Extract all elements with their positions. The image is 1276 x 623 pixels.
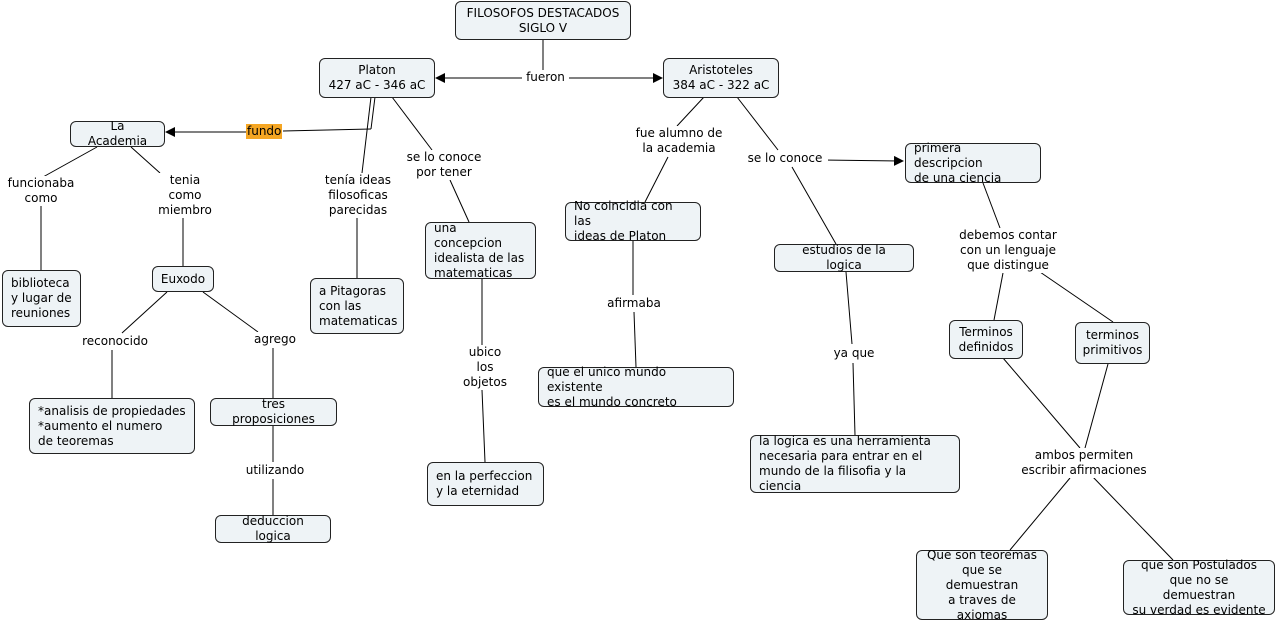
link-label-ubico-los-objetos: ubico los objetos [456,345,514,390]
deduccion-node[interactable]: deduccion logica [215,514,331,543]
link-label-reconocido: reconocido [77,334,153,349]
link-label-fueron: fueron [522,70,569,85]
link-label-fue-alumno: fue alumno de la academia [628,126,730,156]
postulados-node[interactable]: que son Postulados que no se demuestran … [1123,558,1275,617]
platon-node[interactable]: Platon 427 aC - 346 aC [319,58,435,98]
pitagoras-node[interactable]: a Pitagoras con las matematicas [310,278,404,334]
terminos-definidos-node[interactable]: Terminos definidos [949,320,1023,359]
terminos-primitivos-node[interactable]: terminos primitivos [1075,322,1150,364]
link-label-fundo: fundo [246,124,283,139]
analisis-node[interactable]: *analisis de propiedades *aumento el num… [29,398,195,454]
teoremas-node[interactable]: Que son teoremas que se demuestran a tra… [916,548,1048,622]
link-label-agrego: agrego [247,332,303,347]
no-coincidia-node[interactable]: No coincidia con las ideas de Platon [565,199,701,243]
perfeccion-node[interactable]: en la perfeccion y la eternidad [427,462,544,506]
link-label-afirmaba: afirmaba [600,296,668,311]
aristoteles-node[interactable]: Aristoteles 384 aC - 322 aC [663,58,779,98]
link-label-ambos-permiten: ambos permiten escribir afirmaciones [1014,448,1154,478]
biblioteca-node[interactable]: biblioteca y lugar de reuniones [2,270,81,327]
link-label-ya-que: ya que [827,346,881,361]
logica-herramienta-node[interactable]: la logica es una herramienta necesaria p… [750,434,960,493]
unico-mundo-node[interactable]: que el unico mundo existente es el mundo… [538,365,734,409]
concepcion-node[interactable]: una concepcion idealista de las matemati… [425,221,536,280]
euxodo-node[interactable]: Euxodo [152,266,214,292]
academia-node[interactable]: La Academia [70,119,165,148]
link-label-tenia-ideas: tenía ideas filosoficas parecidas [316,173,400,218]
link-label-debemos-contar: debemos contar con un lenguaje que disti… [950,228,1066,273]
estudios-logica-node[interactable]: estudios de la logica [774,243,914,272]
title-node[interactable]: FILOSOFOS DESTACADOS SIGLO V [455,1,631,40]
link-label-se-lo-conoce-por-tener: se lo conoce por tener [398,150,490,180]
tres-proposiciones-node[interactable]: tres proposiciones [210,397,337,426]
link-label-utilizando: utilizando [239,463,311,478]
link-label-tenia-como-miembro: tenia como miembro [150,173,220,218]
link-label-funcionaba-como: funcionaba como [2,176,80,206]
link-label-se-lo-conoce: se lo conoce [742,151,828,166]
primera-descripcion-node[interactable]: primera descripcion de una ciencia [905,141,1041,185]
